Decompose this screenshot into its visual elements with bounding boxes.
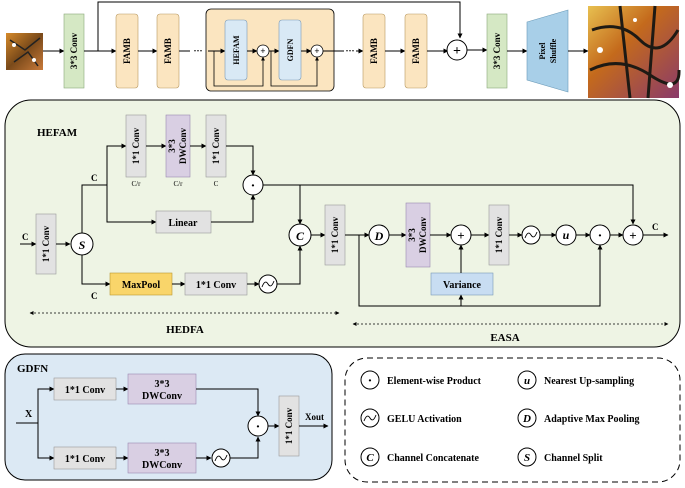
cr-label-2: C/r bbox=[174, 180, 184, 188]
legend-split-symbol: S bbox=[524, 452, 530, 464]
hefam-conv-c-label: 1*1 Conv bbox=[211, 127, 221, 164]
legend-item-concat: C Channel Concatenate bbox=[360, 447, 480, 467]
legend-product-symbol: · bbox=[368, 374, 373, 389]
dot-1: · bbox=[251, 179, 256, 194]
output-image bbox=[588, 5, 681, 99]
legend-split-label: Channel Split bbox=[544, 453, 603, 464]
hefam-mini-block bbox=[224, 19, 248, 81]
pixel-shuffle-label-1: Pixel bbox=[538, 42, 547, 60]
plus-mini-2: + bbox=[314, 46, 319, 56]
legend-panel: · Element-wise Product u Nearest Up-samp… bbox=[344, 357, 681, 483]
input-c-label: C bbox=[22, 232, 29, 242]
hefam-conv-cr-label: 1*1 Conv bbox=[131, 127, 141, 164]
legend-item-product: · Element-wise Product bbox=[360, 370, 482, 390]
legend-upsample-icon bbox=[517, 370, 537, 390]
legend-product-label: Element-wise Product bbox=[387, 376, 482, 387]
gdfn-panel: GDFN X 1*1 Conv 3*3 DWConv 1*1 Conv 3*3 … bbox=[4, 353, 333, 481]
legend-concat-label: Channel Concatenate bbox=[387, 453, 480, 464]
ellipsis-1: ··· bbox=[193, 46, 202, 56]
gdfn-mini-block bbox=[278, 19, 302, 81]
branch-c-lower: C bbox=[91, 291, 98, 301]
hefam-mini-label: HEFAM bbox=[232, 35, 241, 65]
legend-adaptive-icon bbox=[517, 408, 537, 428]
gdfn-conv-top-label: 1*1 Conv bbox=[65, 385, 105, 396]
easa-dw-l1: 3*3 bbox=[407, 228, 417, 242]
easa-dwconv bbox=[405, 202, 431, 268]
branch-c-upper: C bbox=[91, 173, 98, 183]
split-sym: S bbox=[79, 238, 86, 252]
ellipsis-2: ··· bbox=[345, 46, 354, 56]
famb-label-3: FAMB bbox=[369, 38, 379, 64]
legend-item-split: S Channel Split bbox=[517, 447, 603, 467]
cr-label-1: C/r bbox=[132, 180, 142, 188]
hefam-dwconv-upper bbox=[165, 114, 191, 178]
dot-2: · bbox=[598, 229, 603, 244]
c-label-upper: C bbox=[214, 180, 219, 188]
output-c-label: C bbox=[652, 222, 659, 232]
hedfa-label: HEDFA bbox=[166, 324, 204, 336]
concat-sym: C bbox=[296, 229, 305, 243]
legend-item-adaptive: D Adaptive Max Pooling bbox=[517, 408, 640, 428]
hefam-conv-in-label: 1*1 Conv bbox=[41, 225, 51, 262]
gdfn-dw-bottom-l1: 3*3 bbox=[155, 448, 170, 459]
conv-out-label: 3*3 Conv bbox=[492, 32, 502, 69]
adaptive-sym: D bbox=[374, 229, 384, 243]
legend-adaptive-label: Adaptive Max Pooling bbox=[544, 414, 640, 425]
gdfn-conv-bottom-label: 1*1 Conv bbox=[65, 454, 105, 465]
legend-item-gelu: GELU Activation bbox=[360, 408, 462, 428]
hefam-title: HEFAM bbox=[37, 127, 78, 139]
famb-label-2: FAMB bbox=[163, 38, 173, 64]
pixel-shuffle-block bbox=[526, 9, 569, 93]
easa-label: EASA bbox=[490, 332, 519, 344]
maxpool-label: MaxPool bbox=[122, 280, 161, 291]
gdfn-dw-bottom-l2: DWConv bbox=[142, 460, 182, 471]
legend-upsample-symbol: u bbox=[524, 375, 530, 387]
maxpool-conv-label: 1*1 Conv bbox=[196, 280, 236, 291]
legend-upsample-label: Nearest Up-sampling bbox=[544, 376, 634, 387]
hefam-panel: HEFAM C 1*1 Conv S C 1*1 Conv C/r 3*3 DW… bbox=[4, 99, 681, 348]
legend-concat-symbol: C bbox=[366, 452, 374, 464]
x-in-label: X bbox=[25, 409, 33, 420]
legend-split-icon bbox=[517, 447, 537, 467]
gdfn-dw-top-l1: 3*3 bbox=[155, 379, 170, 390]
legend-product-icon bbox=[360, 370, 380, 390]
linear-label: Linear bbox=[169, 218, 198, 229]
input-image bbox=[6, 33, 43, 70]
plus-mini-1: + bbox=[260, 46, 265, 56]
plus-easa: + bbox=[457, 228, 464, 243]
x-out-label: Xout bbox=[305, 412, 324, 422]
legend-concat-icon bbox=[360, 447, 380, 467]
easa-conv-label: 1*1 Conv bbox=[494, 216, 504, 253]
gdfn-dw-top bbox=[127, 373, 197, 405]
plus-final: + bbox=[629, 228, 636, 243]
pixel-shuffle-label-2: Shuffle bbox=[549, 38, 558, 63]
legend-item-upsample: u Nearest Up-sampling bbox=[517, 370, 634, 390]
hefam-dw-upper-l2: DWConv bbox=[178, 128, 188, 165]
easa-dw-l2: DWConv bbox=[418, 217, 428, 254]
conv-in-label: 3*3 Conv bbox=[69, 32, 79, 69]
global-plus: + bbox=[453, 44, 461, 59]
gdfn-mini-label: GDFN bbox=[286, 38, 295, 61]
dot-gdfn: · bbox=[256, 420, 261, 435]
famb-label-1: FAMB bbox=[122, 38, 132, 64]
gdfn-dw-top-l2: DWConv bbox=[142, 391, 182, 402]
variance-label: Variance bbox=[443, 280, 482, 291]
gdfn-dw-bottom bbox=[127, 442, 197, 474]
gdfn-title: GDFN bbox=[17, 363, 48, 375]
legend-gelu-label: GELU Activation bbox=[387, 414, 462, 425]
hefam-dw-upper-l1: 3*3 bbox=[167, 139, 177, 153]
famb-label-4: FAMB bbox=[411, 38, 421, 64]
hefam-conv-mid-label: 1*1 Conv bbox=[330, 216, 340, 253]
top-pipeline: 3*3 Conv FAMB FAMB ··· HEFAM + GDFN + ··… bbox=[6, 1, 681, 99]
upsample-sym: u bbox=[563, 228, 570, 242]
legend-adaptive-symbol: D bbox=[522, 413, 531, 425]
gdfn-conv-out-label: 1*1 Conv bbox=[284, 407, 294, 444]
